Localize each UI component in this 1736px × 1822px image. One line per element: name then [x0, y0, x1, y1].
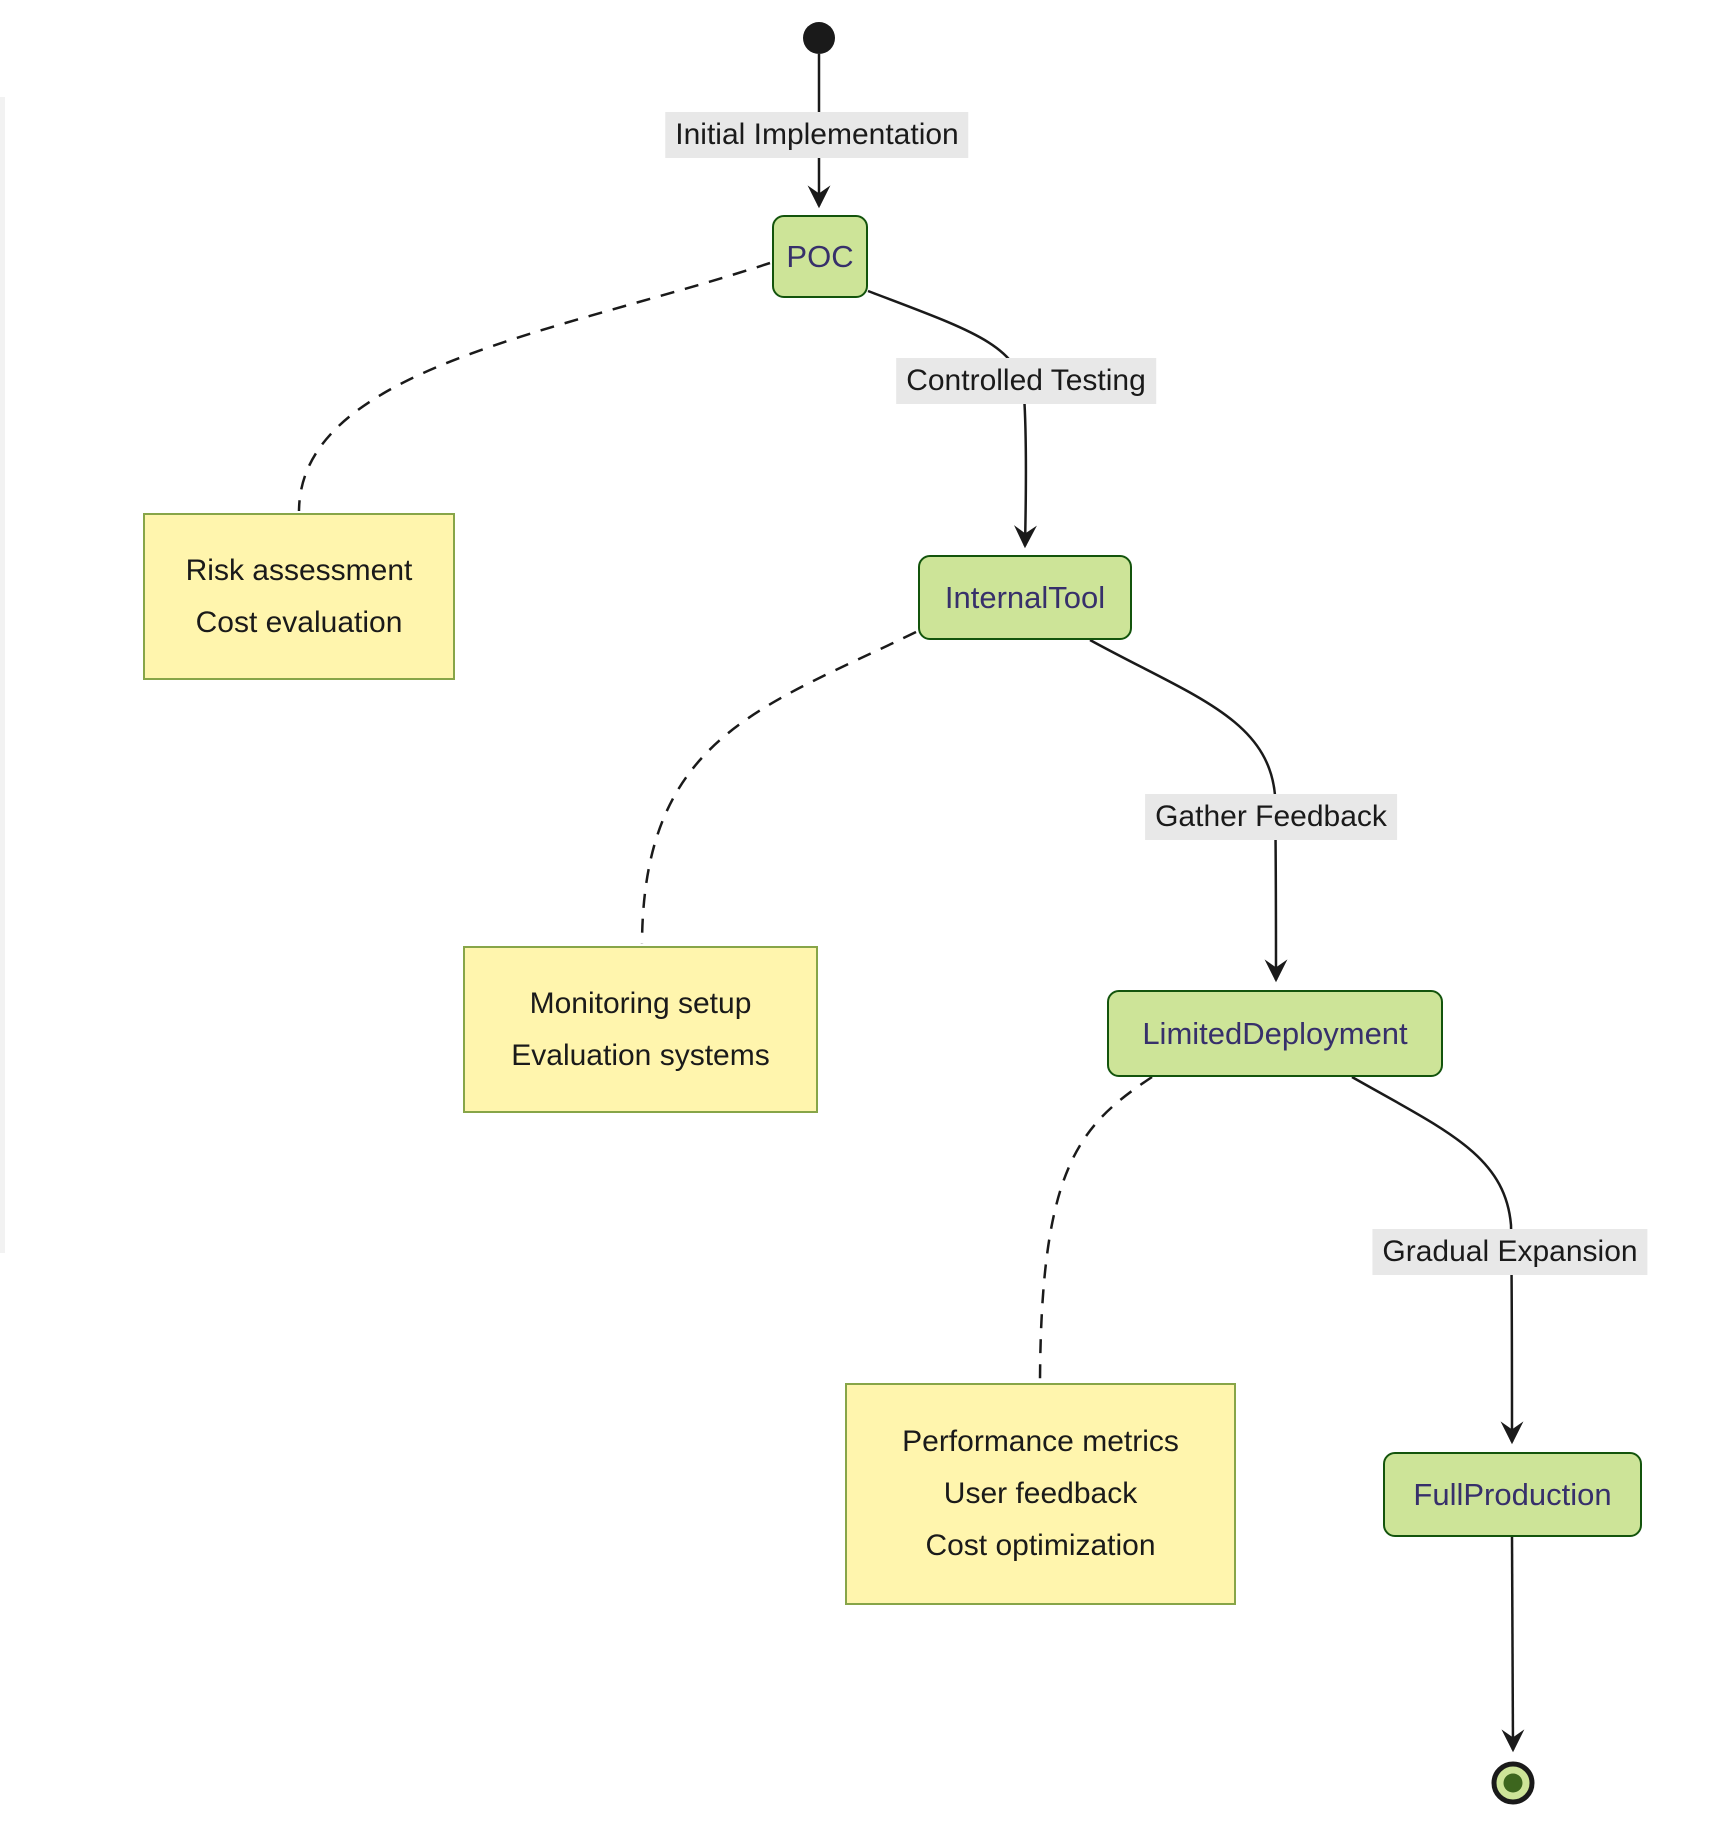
edge-limiteddeployment-to-fullproduction: [1351, 1075, 1524, 1445]
state-label: POC: [786, 238, 854, 274]
note-line: Performance metrics: [902, 1425, 1179, 1458]
note-link-poc: [297, 261, 771, 512]
note-monitoring-setup: Monitoring setup Evaluation systems: [463, 946, 818, 1113]
initial-state-icon: [803, 22, 835, 54]
note-performance-metrics: Performance metrics User feedback Cost o…: [845, 1383, 1236, 1605]
edge-fullproduction-to-final: [1501, 1536, 1525, 1753]
edge-label-initial-implementation: Initial Implementation: [665, 112, 969, 158]
note-line: Cost optimization: [925, 1529, 1156, 1562]
state-label: LimitedDeployment: [1142, 1015, 1408, 1051]
note-link-limiteddeployment: [1038, 1075, 1153, 1382]
edge-label-gradual-expansion: Gradual Expansion: [1372, 1229, 1648, 1275]
edge-internaltool-to-limiteddeployment: [1089, 638, 1288, 983]
state-label: FullProduction: [1413, 1476, 1612, 1512]
note-line: User feedback: [943, 1477, 1138, 1510]
note-link-internaltool: [640, 630, 917, 945]
state-poc: POC: [772, 215, 868, 298]
note-line: Evaluation systems: [511, 1038, 770, 1072]
note-line: Cost evaluation: [195, 605, 403, 639]
state-fullproduction: FullProduction: [1383, 1452, 1642, 1537]
edge-label-gather-feedback: Gather Feedback: [1145, 794, 1397, 840]
note-line: Monitoring setup: [529, 986, 752, 1020]
edge-label-controlled-testing: Controlled Testing: [896, 358, 1156, 404]
edge-poc-to-internaltool: [867, 289, 1037, 549]
state-label: InternalTool: [944, 579, 1106, 615]
final-state-dot: [1503, 1773, 1523, 1793]
state-limiteddeployment: LimitedDeployment: [1107, 990, 1443, 1077]
left-edge-artifact: [0, 97, 5, 1253]
note-line: Risk assessment: [185, 553, 413, 587]
note-risk-assessment: Risk assessment Cost evaluation: [143, 513, 455, 680]
state-internaltool: InternalTool: [918, 555, 1132, 640]
